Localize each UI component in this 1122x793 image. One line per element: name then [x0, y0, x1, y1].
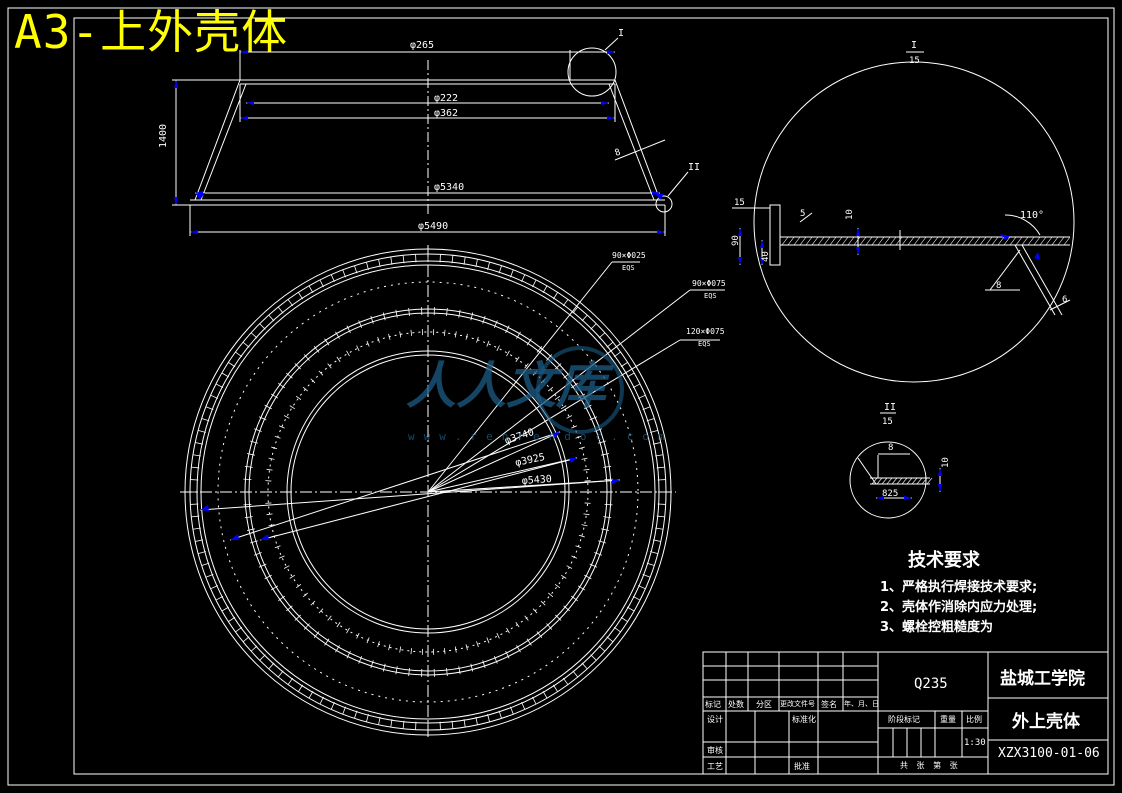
bolt-90-075: 90×Φ075	[692, 279, 726, 288]
bolt-eqs-c: EQS	[698, 340, 711, 348]
detail-i-d15: 15	[734, 198, 745, 208]
bolt-90-025: 90×Φ025	[612, 251, 646, 260]
detail-i-angle: 110°	[1020, 210, 1044, 221]
detail-ii-d825: 825	[882, 489, 898, 499]
callout-ii: II	[688, 162, 700, 173]
tb-col-count: 处数	[728, 700, 744, 709]
detail-i-d5: 5	[800, 209, 805, 219]
dimension-labels: φ265 φ222 φ362 1400 φ5340 φ5490 φ3740 φ3…	[158, 28, 1067, 499]
inner-frame	[73, 17, 1109, 775]
tb-col-change-doc: 更改文件号	[780, 700, 815, 708]
dim-d5340: φ5340	[434, 182, 464, 193]
title-block-lines	[702, 651, 1109, 775]
detail-i-w8: 8	[996, 281, 1001, 291]
tech-requirements-title: 技术要求	[908, 550, 980, 571]
detail-i-scale: 15	[909, 56, 920, 66]
tb-row-design: 设计	[707, 715, 723, 724]
detail-ii-d10: 10	[941, 457, 951, 468]
tb-row-stage: 阶段标记	[888, 715, 920, 724]
tb-row-approve: 批准	[794, 762, 810, 771]
outer-frame	[7, 7, 1115, 786]
tech-requirement-1: 1、严格执行焊接技术要求;	[880, 580, 1038, 595]
tb-row-review: 审核	[707, 746, 723, 755]
bolt-eqs-a: EQS	[622, 264, 635, 272]
bolt-hole-ticks	[190, 254, 666, 730]
tb-row-process: 工艺	[707, 762, 723, 771]
dim-h1400: 1400	[158, 124, 169, 148]
sheet-title: A3-上外壳体	[14, 5, 289, 59]
tb-row-standard: 标准化	[792, 715, 816, 724]
hatch	[781, 236, 1071, 485]
dim-d5490: φ5490	[418, 221, 448, 232]
tb-row-scale: 比例	[966, 715, 982, 724]
plan-view	[180, 245, 725, 740]
detail-ii-scale: 15	[882, 417, 893, 427]
detail-i-d90: 90	[731, 235, 741, 246]
dim-d5430: φ5430	[521, 474, 552, 487]
tb-col-zone: 分区	[756, 700, 772, 709]
tb-drawing-no: XZX3100-01-06	[998, 746, 1100, 761]
detail-ii-w8: 8	[888, 443, 893, 453]
detail-i-w6: 6	[1062, 295, 1067, 305]
callout-weld: 8	[614, 148, 623, 159]
tb-scale-value: 1:30	[964, 738, 986, 748]
tb-school: 盐城工学院	[1000, 669, 1085, 689]
dim-d265: φ265	[410, 40, 434, 51]
detail-i-d40: 40	[761, 251, 771, 262]
tb-col-marker: 标记	[705, 700, 721, 709]
watermark-url: www.renrendoc.com	[408, 430, 674, 443]
elevation-view	[172, 37, 689, 236]
tech-requirement-2: 2、壳体作消除内应力处理;	[880, 600, 1038, 615]
tb-col-sign: 签名	[821, 700, 837, 709]
callout-i: I	[618, 28, 624, 39]
bolt-eqs-b: EQS	[704, 292, 717, 300]
tb-material: Q235	[914, 676, 948, 692]
tech-requirement-3: 3、螺栓控粗糙度为	[880, 620, 994, 635]
tb-sheets: 共 张 第 张	[900, 761, 961, 770]
tb-part-name: 外上壳体	[1012, 712, 1080, 732]
detail-ii-label: II	[884, 402, 896, 413]
tb-row-weight: 重量	[940, 715, 956, 724]
detail-i-d10: 10	[845, 209, 855, 220]
detail-ii-view	[849, 412, 941, 519]
dim-d222: φ222	[434, 93, 458, 104]
dim-d362: φ362	[434, 108, 458, 119]
tb-col-date: 年、月、日	[844, 700, 879, 708]
detail-i-label: I	[911, 40, 917, 51]
bolt-120-075: 120×Φ075	[686, 327, 725, 336]
